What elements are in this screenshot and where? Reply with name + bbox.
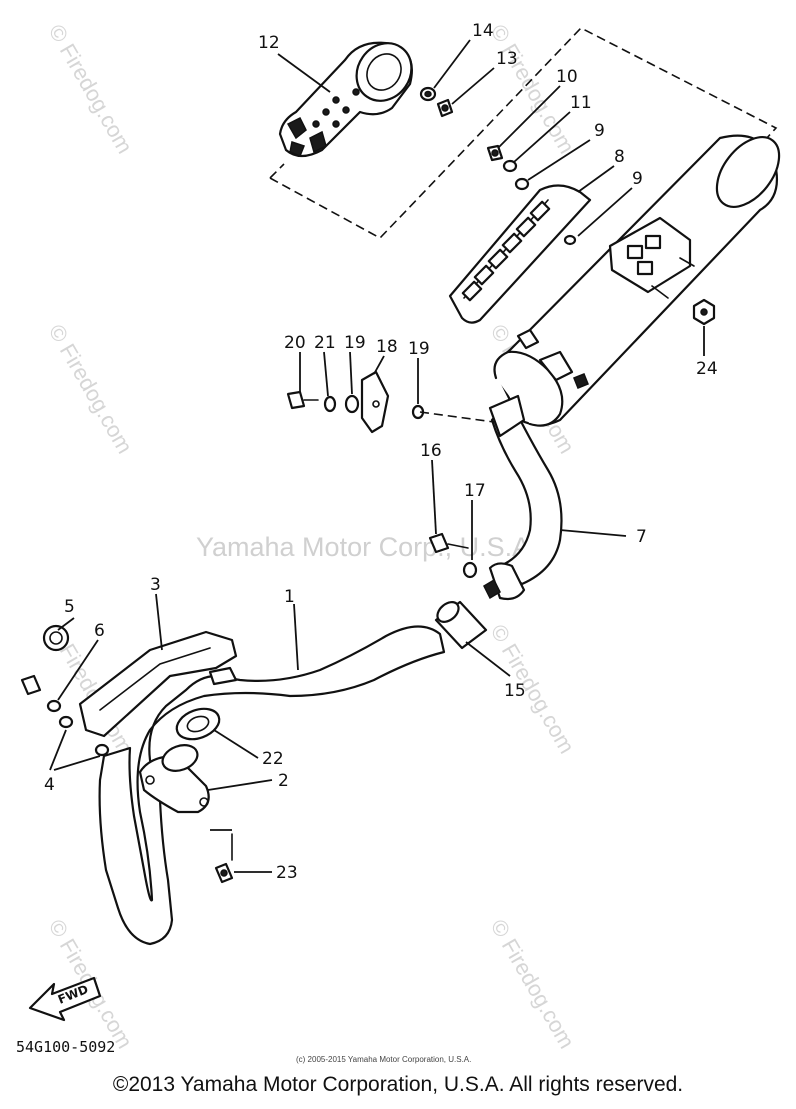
- callout-23: 23: [276, 863, 298, 883]
- spark-arrester: [278, 41, 413, 158]
- callout-21: 21: [314, 333, 336, 353]
- callout-15: 15: [504, 681, 526, 701]
- callout-12: 12: [258, 33, 280, 53]
- watermark-mid-left: © Firedog.com: [44, 320, 138, 458]
- nut-24: [692, 298, 716, 326]
- exhaust-pipe: [98, 625, 446, 946]
- callout-3: 3: [150, 575, 161, 595]
- callout-24: 24: [696, 359, 718, 379]
- leader-lines: [49, 39, 705, 873]
- heat-protector: [448, 184, 592, 324]
- callout-9-lower: 9: [632, 169, 643, 189]
- bracket-hardware: [286, 370, 495, 434]
- callout-7: 7: [636, 527, 647, 547]
- exhaust-flange: [138, 744, 210, 814]
- callout-14: 14: [472, 21, 494, 41]
- watermark-lower-right: © Firedog.com: [486, 620, 580, 758]
- callout-10: 10: [556, 67, 578, 87]
- watermark-center: Yamaha Motor Corp., U.S.A.: [196, 532, 538, 562]
- bolt-5-washer-6: [20, 624, 70, 713]
- pipe-protector: [58, 630, 238, 757]
- callout-1: 1: [284, 587, 295, 607]
- gasket: [175, 707, 221, 741]
- small-copyright-notice: (c) 2005-2015 Yamaha Motor Corporation, …: [296, 1055, 471, 1064]
- callout-5: 5: [64, 597, 75, 617]
- callout-22: 22: [262, 749, 284, 769]
- joint-sleeve: [434, 600, 488, 650]
- callout-4: 4: [44, 775, 55, 795]
- muffler: [493, 134, 781, 427]
- callout-13: 13: [496, 49, 518, 69]
- callout-17: 17: [464, 481, 486, 501]
- bolt-13-washer-14: [419, 86, 454, 118]
- bolt-10-washers: [486, 144, 577, 246]
- callout-6: 6: [94, 621, 105, 641]
- group-outline: [269, 27, 778, 239]
- callout-8: 8: [614, 147, 625, 167]
- callout-19-right: 19: [408, 339, 430, 359]
- bolt-16-washer-17: [428, 532, 478, 579]
- part-code: 54G100-5092: [16, 1038, 115, 1056]
- forward-direction-arrow: FWD: [28, 976, 102, 1022]
- callout-20: 20: [284, 333, 306, 353]
- callout-2: 2: [278, 771, 289, 791]
- copyright-footer: ©2013 Yamaha Motor Corporation, U.S.A. A…: [112, 1073, 684, 1096]
- callout-11: 11: [570, 93, 592, 113]
- watermark-top-left: © Firedog.com: [44, 20, 138, 158]
- callout-16: 16: [420, 441, 442, 461]
- callout-9-upper: 9: [594, 121, 605, 141]
- callout-18: 18: [376, 337, 398, 357]
- bolt-23: [210, 829, 234, 884]
- callout-19-left: 19: [344, 333, 366, 353]
- muffler-inlet-pipe: [483, 394, 563, 601]
- watermark-top-right: © Firedog.com: [486, 20, 580, 158]
- watermark-bottom-right: © Firedog.com: [486, 915, 580, 1053]
- callouts: 1 2 3 4 5 6 7 8 9 9 10 11 12 13 14 15 16…: [44, 21, 718, 883]
